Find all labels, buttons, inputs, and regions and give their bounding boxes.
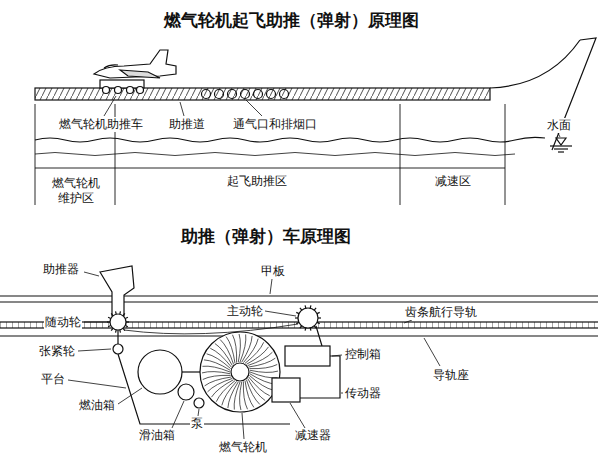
- follower-wheel: [110, 314, 126, 330]
- part-label: 主动轮: [226, 304, 264, 319]
- fuel-tank: [138, 350, 182, 394]
- fuel-pipe: [182, 371, 200, 372]
- leader-line: [104, 96, 560, 137]
- part-label: 通气口和排烟口: [232, 117, 318, 132]
- part-label: 平台: [40, 372, 66, 387]
- control-box: [285, 346, 330, 366]
- part-label: 助推道: [168, 117, 206, 132]
- part-label: 滑油箱: [138, 428, 176, 443]
- vent-holes: [202, 90, 289, 99]
- turbine-hub: [231, 363, 249, 381]
- deck: [0, 295, 598, 296]
- part-label: 控制箱: [344, 347, 382, 362]
- part-label: 随动轮: [44, 315, 82, 330]
- rail-seat: [0, 335, 598, 336]
- lube-tank: [178, 384, 194, 400]
- part-label: 传动器: [344, 386, 382, 401]
- pump: [194, 398, 204, 408]
- part-label: 齿条航行导轨: [404, 305, 478, 320]
- part-label: 燃气轮机助推车: [58, 117, 144, 132]
- tension-wheel: [113, 344, 123, 354]
- deck: [0, 301, 598, 302]
- platform: [118, 330, 290, 424]
- diagram-title: 燃气轮机起飞助推（弹射）原理图: [0, 10, 582, 31]
- part-label: 减速器: [294, 428, 332, 443]
- drive-belt: [124, 324, 298, 334]
- booster-arm: [100, 266, 134, 316]
- part-label: 助推器: [42, 262, 80, 277]
- gear-teeth: [107, 305, 321, 332]
- turbine-blades: [202, 334, 278, 410]
- zone-label: 起飞助推区: [226, 174, 288, 189]
- aircraft: [94, 50, 176, 78]
- leader-line: [68, 272, 440, 439]
- reducer: [272, 378, 300, 402]
- part-label: 水面: [546, 118, 572, 133]
- ship-bow-stem: [552, 38, 596, 150]
- rack-rail: [0, 322, 598, 328]
- water-line: [35, 153, 515, 156]
- water-level-symbol: [550, 138, 572, 152]
- part-label: 燃气轮机: [218, 440, 268, 455]
- part-label: 泵: [190, 416, 204, 431]
- part-label: 张紧轮: [38, 344, 76, 359]
- ship-bow-deck: [490, 40, 580, 88]
- part-label: 甲板: [260, 264, 286, 279]
- zone-dimension: [35, 104, 505, 205]
- section-heading: 助推（弹射）车原理图: [0, 226, 532, 247]
- drive-wheel: [298, 308, 318, 328]
- part-label: 燃油箱: [78, 398, 116, 413]
- part-label: 导轨座: [432, 368, 470, 383]
- booster-cart: [100, 80, 144, 94]
- zone-label: 燃气轮机 维护区: [50, 176, 102, 206]
- gas-turbine: [200, 332, 280, 412]
- zone-label: 减速区: [434, 174, 472, 189]
- water-line: [35, 137, 545, 142]
